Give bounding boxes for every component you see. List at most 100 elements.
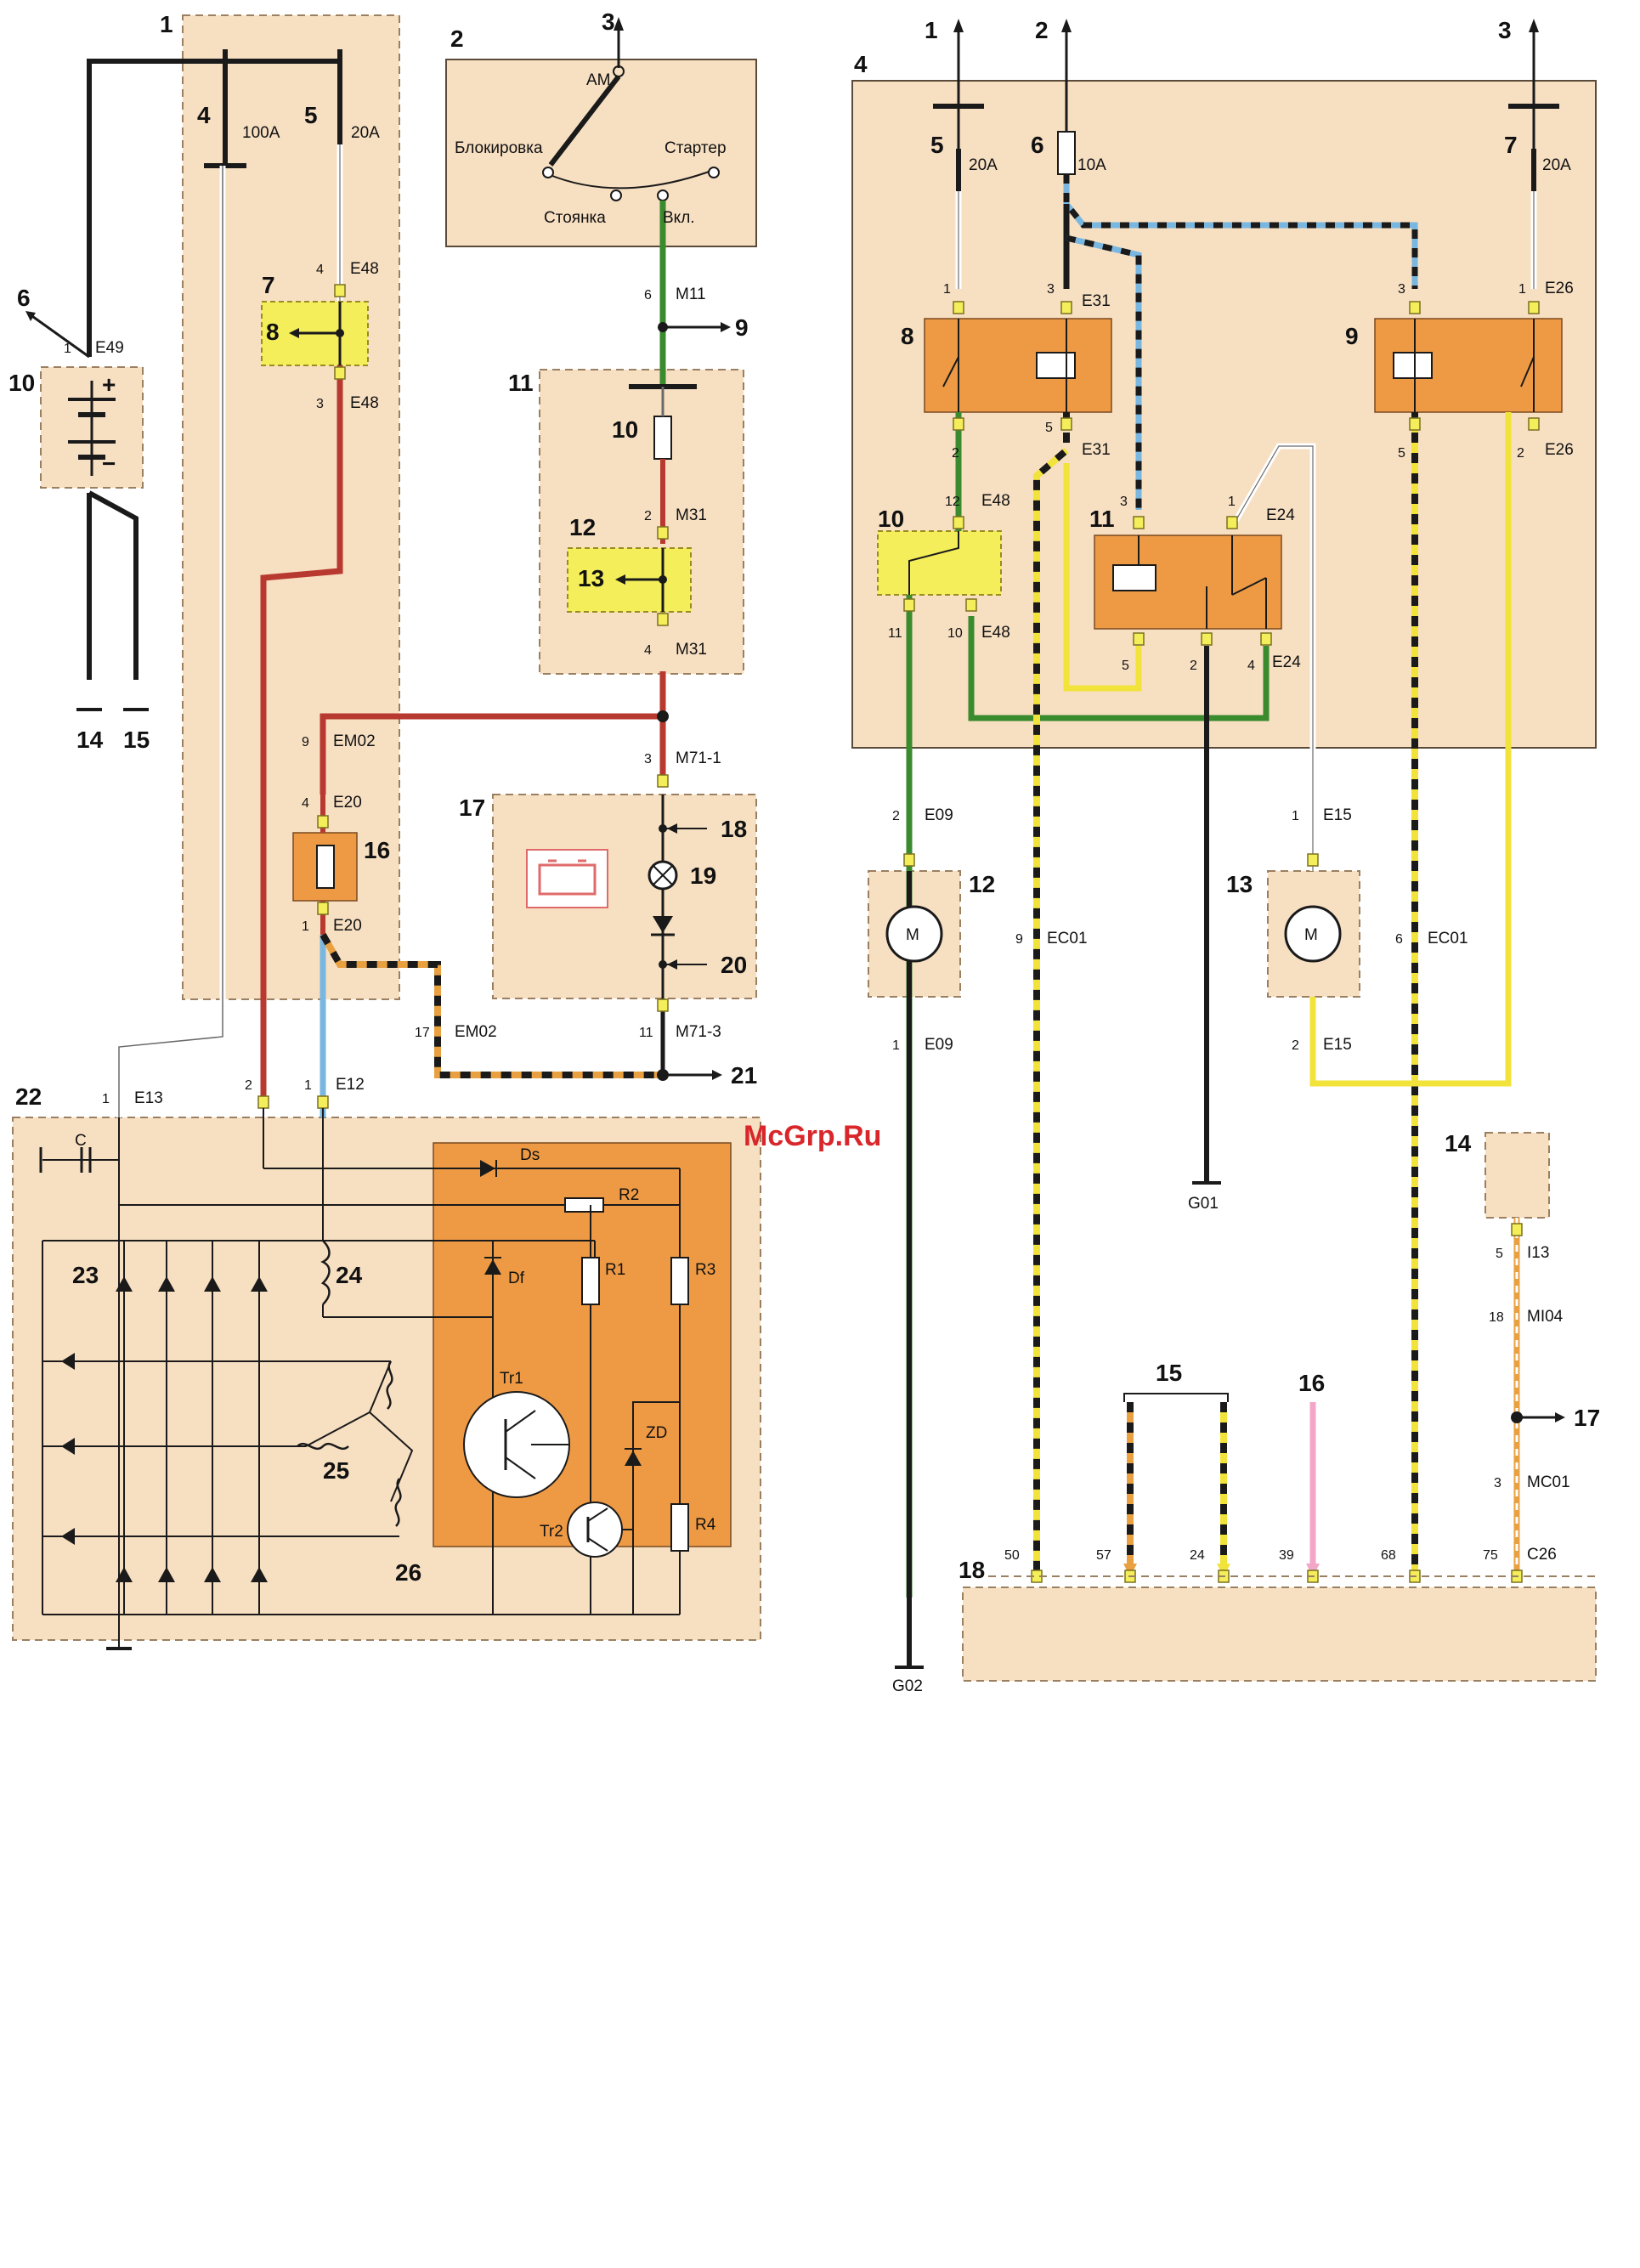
- callout: 16: [364, 837, 390, 863]
- connector: EC01: [1428, 930, 1468, 947]
- connector: E24: [1266, 506, 1295, 524]
- callout: 10: [612, 416, 638, 443]
- callout: 1: [160, 11, 173, 37]
- ecu-block-18: [962, 1586, 1597, 1682]
- callout: 17: [1574, 1405, 1600, 1431]
- connector: E15: [1323, 806, 1352, 824]
- pin: 4: [644, 643, 652, 658]
- callout: 5: [930, 132, 944, 158]
- pin: 1: [1292, 809, 1299, 823]
- pin: 17: [415, 1026, 430, 1040]
- callout: 2: [450, 25, 464, 52]
- pin: 3: [644, 752, 652, 766]
- callout: 12: [569, 514, 596, 540]
- connector: E12: [336, 1076, 365, 1094]
- pin: 1: [302, 919, 309, 934]
- callout: 1: [925, 17, 938, 43]
- right-diagram: M M: [851, 17, 1600, 1695]
- pin: 11: [888, 626, 902, 641]
- callout: 8: [901, 323, 914, 349]
- pin: 3: [316, 397, 324, 411]
- switch-am: АМ: [586, 71, 611, 89]
- callout: 10: [878, 506, 904, 532]
- pin: 1: [304, 1078, 312, 1093]
- sensor-box-14: [1484, 1132, 1550, 1219]
- callout: 19: [690, 863, 716, 889]
- callout: 18: [721, 816, 747, 842]
- callout: 10: [8, 370, 35, 396]
- fuse-rating: 10A: [1077, 156, 1106, 174]
- ignition-switch-panel: [445, 59, 757, 247]
- callout: 12: [969, 871, 995, 897]
- callout: 13: [578, 565, 604, 591]
- connector: E31: [1082, 441, 1111, 459]
- pin: 2: [644, 509, 652, 523]
- alt-r2: R2: [619, 1186, 639, 1204]
- connector: E49: [95, 339, 124, 357]
- alt-r4: R4: [695, 1516, 716, 1534]
- connector: M11: [676, 286, 706, 303]
- pin: 39: [1279, 1548, 1294, 1563]
- callout: 21: [731, 1062, 757, 1089]
- left-diagram: 1 4 5 100A 20A 2 3 АМ Блокировка Стартер…: [8, 8, 761, 1650]
- pin: 50: [1004, 1548, 1020, 1563]
- pin: 5: [1398, 446, 1405, 461]
- pin: 1: [1518, 282, 1526, 297]
- fuse-10: [653, 416, 672, 460]
- pin: 2: [892, 809, 900, 823]
- callout: 25: [323, 1457, 349, 1484]
- callout: 6: [1031, 132, 1044, 158]
- connector-markers-left: [257, 284, 669, 1109]
- connector: E15: [1323, 1036, 1352, 1054]
- pin: 5: [1496, 1247, 1503, 1261]
- pin: 1: [64, 342, 71, 356]
- callout: 7: [262, 272, 275, 298]
- pin: 4: [1247, 659, 1255, 673]
- connector: E48: [350, 394, 379, 412]
- pin: 2: [1517, 446, 1524, 461]
- fuse-rating: 100A: [242, 124, 280, 142]
- connector: M71-1: [676, 749, 721, 767]
- callout: 16: [1298, 1370, 1325, 1396]
- connector: E24: [1272, 653, 1301, 671]
- connector: E26: [1545, 280, 1574, 297]
- switch-park: Стоянка: [544, 209, 606, 227]
- callout: 15: [123, 727, 150, 753]
- connector: E31: [1082, 292, 1111, 310]
- pin: 9: [302, 735, 309, 749]
- callout: 2: [1035, 17, 1049, 43]
- connector: EM02: [455, 1023, 497, 1041]
- pin: 3: [1047, 282, 1055, 297]
- pin: 1: [102, 1092, 110, 1106]
- pin: 1: [892, 1038, 900, 1053]
- connector: M31: [676, 506, 707, 524]
- ground-label: G02: [892, 1677, 923, 1695]
- alt-c: C: [75, 1132, 87, 1150]
- switch-start: Стартер: [664, 139, 727, 157]
- alt-tr2: Tr2: [540, 1523, 563, 1541]
- pin: 57: [1096, 1548, 1111, 1563]
- callout: 14: [1445, 1130, 1472, 1157]
- alt-df: Df: [508, 1270, 525, 1287]
- pin: 3: [1398, 282, 1405, 297]
- callout: 14: [76, 727, 104, 753]
- motor-13: [1284, 905, 1342, 963]
- callout: 4: [197, 102, 211, 128]
- relay-8: [924, 318, 1112, 413]
- watermark: McGrp.Ru: [744, 1120, 881, 1152]
- callout: 13: [1226, 871, 1253, 897]
- callout: 23: [72, 1262, 99, 1288]
- pin: 4: [302, 796, 309, 811]
- connector: I13: [1527, 1244, 1549, 1262]
- connector: M31: [676, 641, 707, 659]
- alt-ds: Ds: [520, 1146, 540, 1164]
- connector: MI04: [1527, 1308, 1564, 1326]
- pin: 75: [1483, 1548, 1498, 1563]
- connector: M71-3: [676, 1023, 721, 1041]
- callout: 26: [395, 1559, 421, 1586]
- transistor-tr2: [567, 1502, 623, 1558]
- motor-12: [885, 905, 943, 963]
- pin: 1: [1228, 495, 1236, 509]
- callout: 6: [17, 285, 31, 311]
